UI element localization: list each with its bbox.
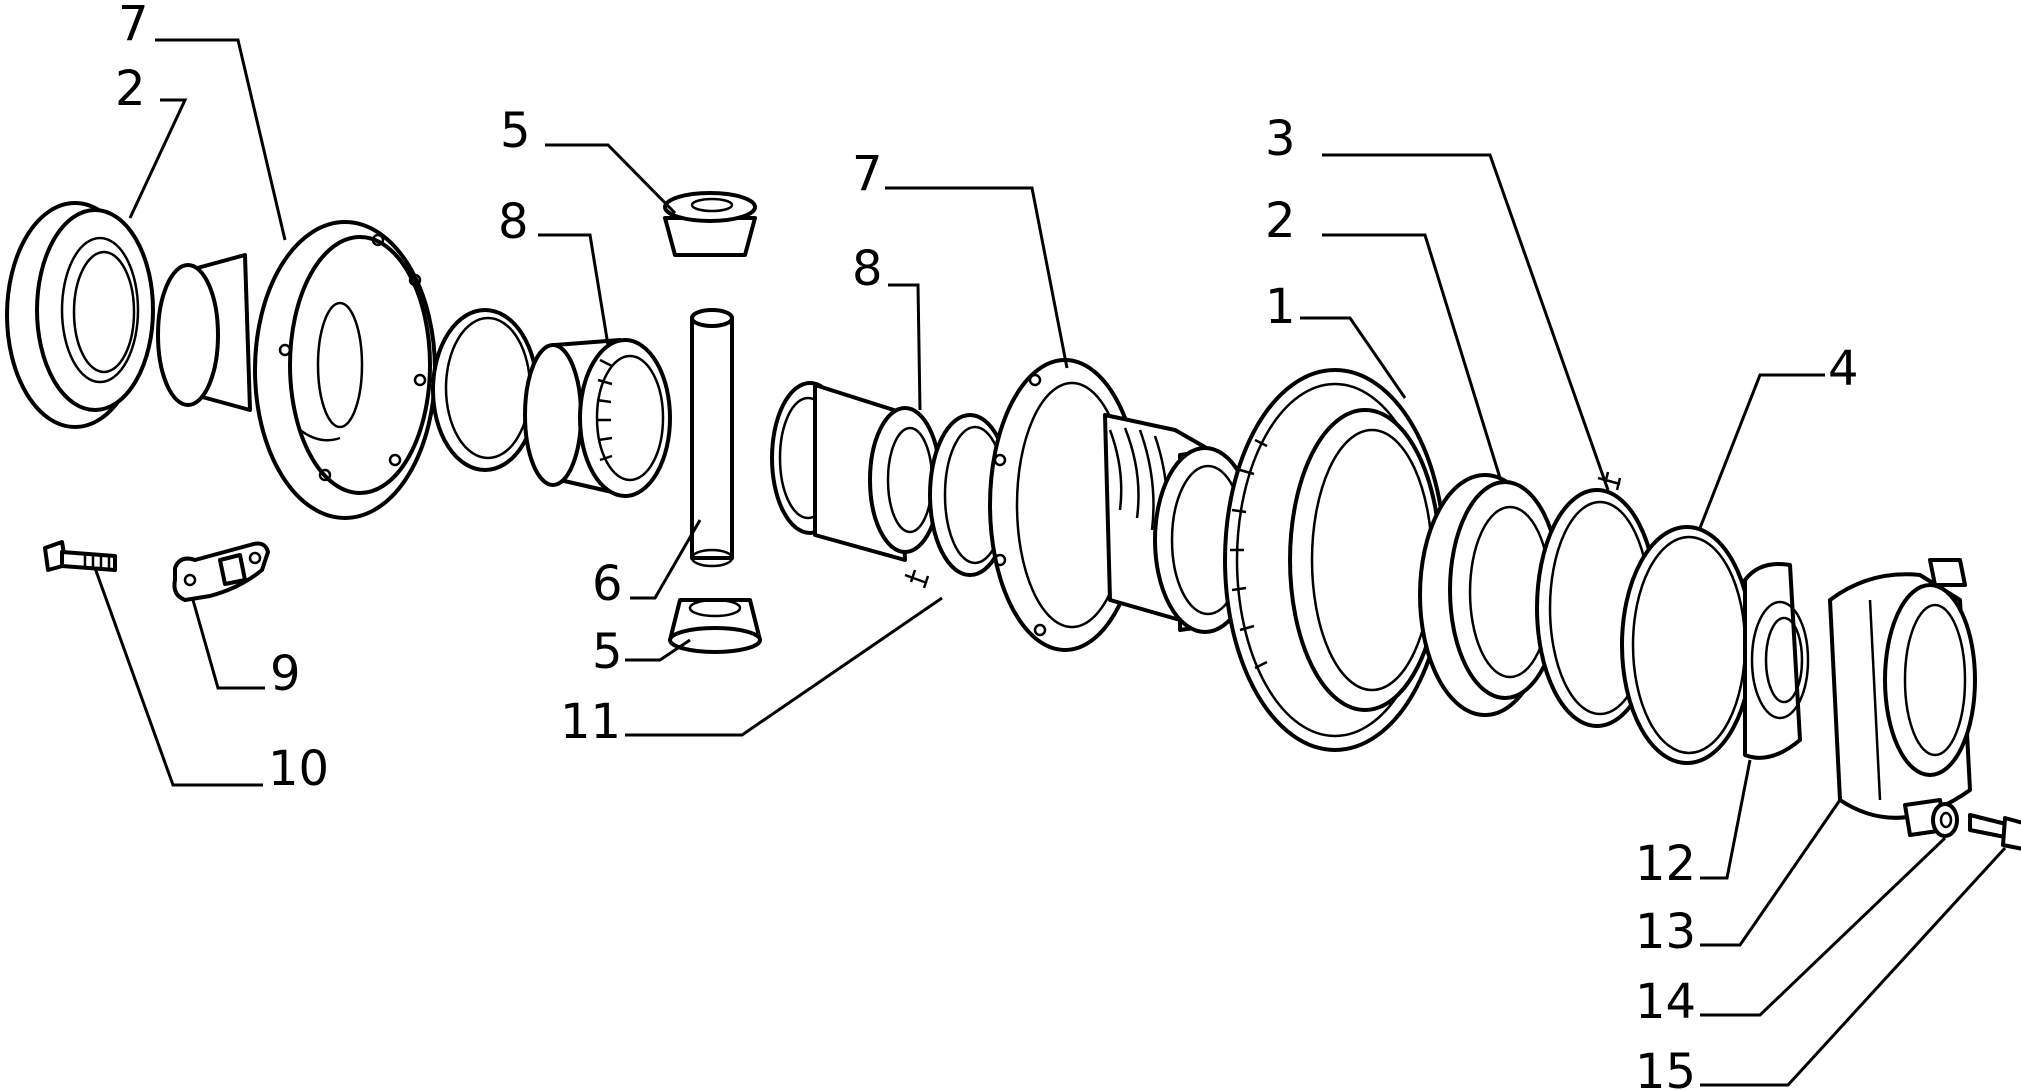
leader-11 xyxy=(625,596,943,737)
callout-7-left: 7 xyxy=(118,0,149,52)
part-lock-plate xyxy=(172,541,270,602)
callout-labels: 7 2 5 8 6 5 11 7 8 3 2 1 4 9 10 12 13 14… xyxy=(115,0,1859,1091)
callout-2-left: 2 xyxy=(115,61,146,117)
callout-9: 9 xyxy=(270,646,301,702)
part-housing-right xyxy=(988,358,1257,652)
part-pinion-bottom xyxy=(668,598,762,654)
callout-7-right: 7 xyxy=(852,146,883,202)
leader-1 xyxy=(1300,316,1407,399)
part-bolt-right xyxy=(1968,813,2021,851)
part-pin-shaft xyxy=(690,308,734,568)
leader-12 xyxy=(1700,759,1752,880)
leader-7-right xyxy=(885,186,1069,369)
callout-13: 13 xyxy=(1635,904,1696,960)
callout-11: 11 xyxy=(560,694,621,750)
leader-2-left xyxy=(128,98,188,219)
leader-15 xyxy=(1700,846,2007,1087)
callout-5-bottom: 5 xyxy=(592,624,623,680)
leader-10 xyxy=(93,567,263,787)
leader-lines xyxy=(93,38,2007,1087)
callout-6: 6 xyxy=(592,556,623,612)
part-seal-ring xyxy=(1620,525,1754,765)
callout-5-top: 5 xyxy=(500,103,531,159)
leader-5-top xyxy=(545,143,677,215)
callout-2-right: 2 xyxy=(1265,193,1296,249)
callout-10: 10 xyxy=(268,741,329,797)
part-bolt-left xyxy=(43,540,117,572)
leader-8-right xyxy=(888,283,922,411)
leader-13 xyxy=(1700,799,1842,947)
leader-2-right xyxy=(1322,233,1502,479)
leader-6 xyxy=(630,519,702,600)
part-side-gear-left xyxy=(523,338,672,498)
leader-5-bottom xyxy=(625,638,691,662)
callout-15: 15 xyxy=(1635,1044,1696,1091)
callout-1: 1 xyxy=(1265,279,1296,335)
leader-7-left xyxy=(155,38,287,241)
part-housing-left xyxy=(156,220,437,520)
callout-14: 14 xyxy=(1635,974,1696,1030)
part-washer xyxy=(1931,802,1959,838)
leader-3 xyxy=(1322,153,1610,491)
leader-4 xyxy=(1698,373,1825,529)
callout-3: 3 xyxy=(1265,111,1296,167)
callout-12: 12 xyxy=(1635,836,1696,892)
leader-9 xyxy=(191,599,265,690)
leader-14 xyxy=(1700,836,1947,1017)
callout-8-right: 8 xyxy=(852,241,883,297)
callout-8-left: 8 xyxy=(498,194,529,250)
part-ring-gear xyxy=(1223,368,1447,752)
leader-8-left xyxy=(538,233,610,346)
part-shim-ring xyxy=(431,308,539,472)
part-bearing-left xyxy=(5,201,155,429)
part-pinion-top xyxy=(663,191,757,257)
callout-4: 4 xyxy=(1828,341,1859,397)
part-retainer-plate xyxy=(1743,562,1810,760)
part-side-gear-right xyxy=(770,381,942,562)
part-bearing-cap xyxy=(1828,558,1977,837)
